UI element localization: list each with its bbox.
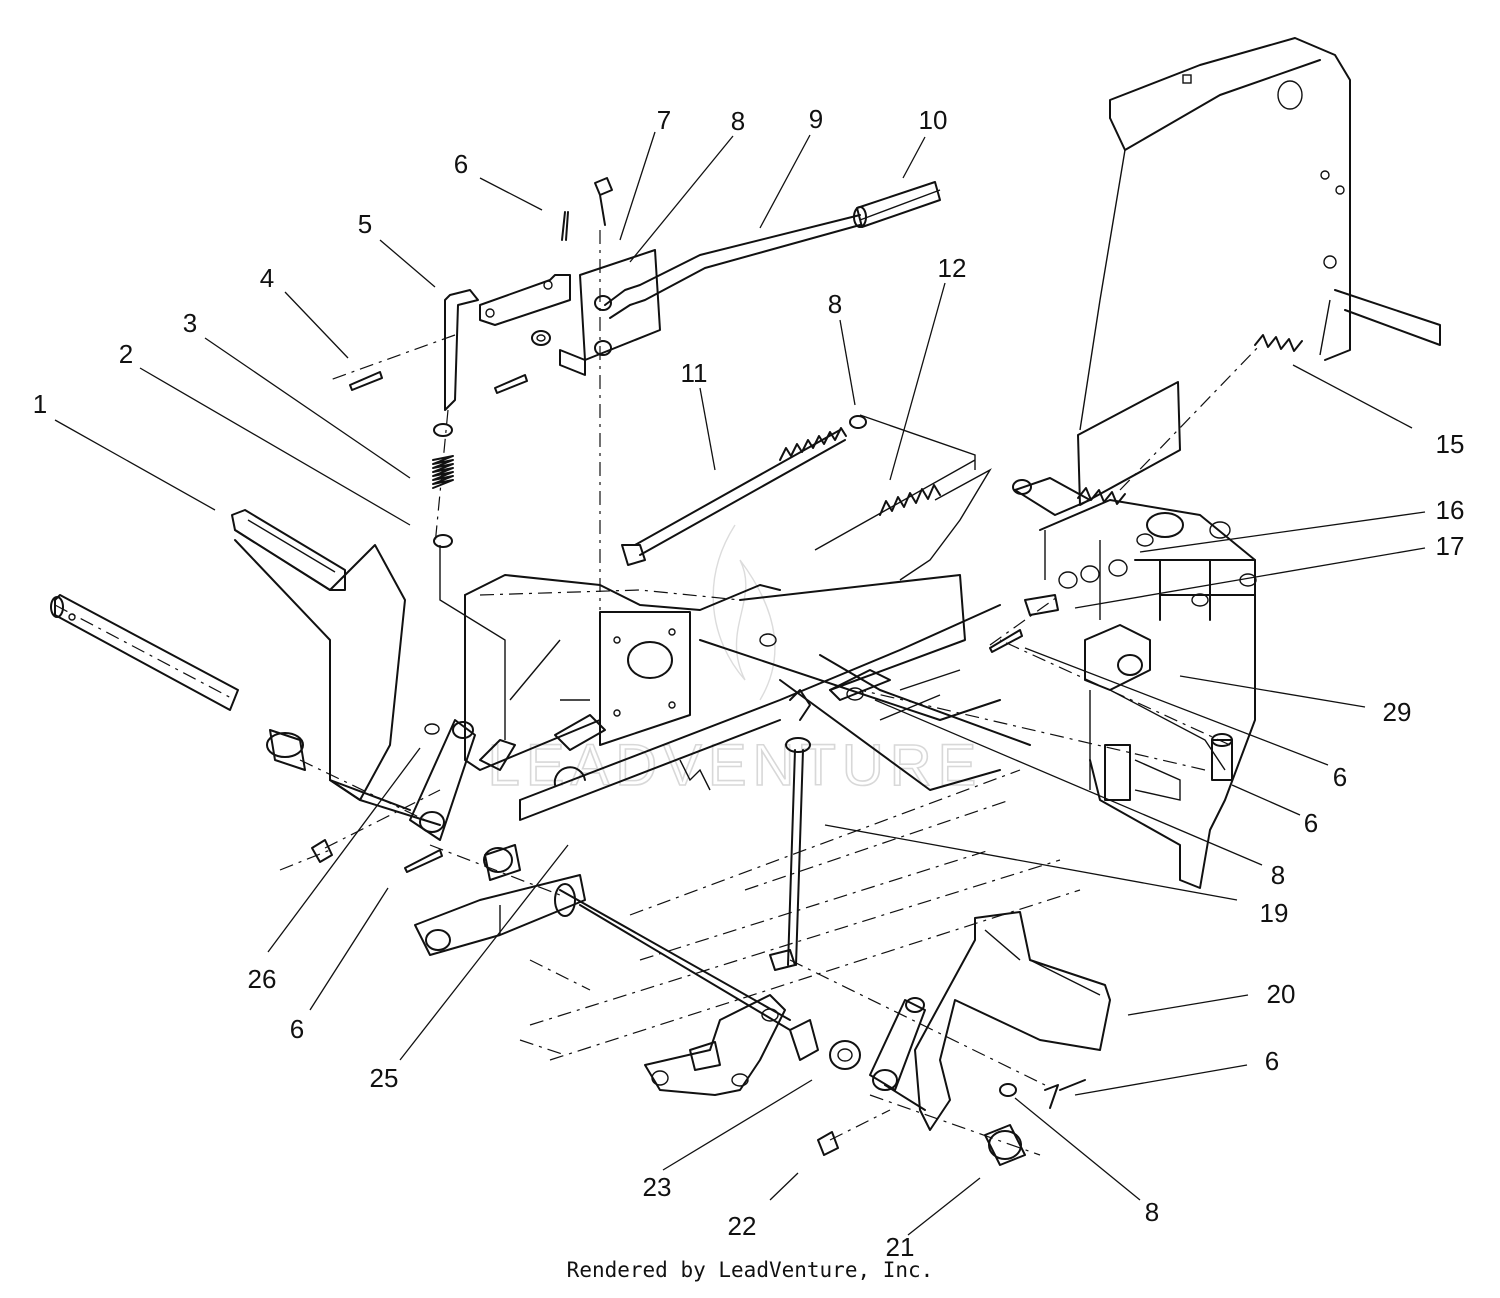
spring-15: [1077, 334, 1303, 505]
callout-11[interactable]: 11: [681, 358, 708, 388]
centerlines: [329, 230, 1231, 1156]
callout-25[interactable]: 25: [370, 1063, 399, 1093]
handle-grip-10: [853, 181, 941, 228]
callout-15[interactable]: 15: [1436, 429, 1465, 459]
leader-lines: [54, 131, 1426, 1236]
pivot-arm-left: [329, 719, 476, 841]
control-rod-9: [604, 189, 941, 319]
callout-4[interactable]: 4: [260, 263, 274, 293]
brake-pedal-1: [231, 509, 441, 826]
callout-12[interactable]: 12: [938, 253, 967, 283]
callout-1[interactable]: 1: [33, 389, 47, 419]
callout-7[interactable]: 7: [657, 105, 671, 135]
watermark-flame-icon: [712, 524, 776, 701]
callout-6[interactable]: 6: [454, 149, 468, 179]
bolt-26: [279, 789, 891, 1156]
callout-29[interactable]: 29: [1383, 697, 1412, 727]
cotter-pins: [349, 211, 1086, 1091]
callout-5[interactable]: 5: [358, 209, 372, 239]
callout-20[interactable]: 20: [1267, 979, 1296, 1009]
callout-19[interactable]: 19: [1260, 898, 1289, 928]
callout-23[interactable]: 23: [643, 1172, 672, 1202]
rod-11: [621, 414, 976, 566]
callout-8c[interactable]: 8: [1271, 860, 1285, 890]
callout-26[interactable]: 26: [248, 964, 277, 994]
cross-shaft: [50, 594, 791, 1031]
callout-10[interactable]: 10: [919, 105, 948, 135]
callout-8b[interactable]: 8: [828, 289, 842, 319]
mount-bracket-7: [559, 177, 661, 376]
brake-bracket-assembly: [1012, 381, 1257, 889]
callout-6c[interactable]: 6: [1304, 808, 1318, 838]
callout-21[interactable]: 21: [886, 1232, 915, 1262]
callout-22[interactable]: 22: [728, 1211, 757, 1241]
mount-plate-23: [644, 994, 861, 1096]
link-rod: [769, 737, 811, 971]
callout-8d[interactable]: 8: [1145, 1197, 1159, 1227]
callout-16[interactable]: 16: [1436, 495, 1465, 525]
credit-line: Rendered by LeadVenture, Inc.: [566, 1258, 934, 1282]
brake-pedal-20: [869, 911, 1111, 1166]
callout-6e[interactable]: 6: [290, 1014, 304, 1044]
side-panel: [1079, 37, 1441, 431]
callouts: 1 2 3 4 5 6 7 8 9 10 11 8 12 15 16 17 29…: [33, 104, 1465, 1262]
control-lever-5: [444, 274, 571, 411]
callout-8[interactable]: 8: [731, 106, 745, 136]
callout-17[interactable]: 17: [1436, 531, 1465, 561]
spring-3: [432, 409, 506, 740]
callout-6d[interactable]: 6: [1265, 1046, 1279, 1076]
callout-3[interactable]: 3: [183, 308, 197, 338]
lever-25: [414, 874, 586, 956]
spring-12: [879, 468, 992, 581]
callout-2[interactable]: 2: [119, 339, 133, 369]
washer-8-top: [531, 330, 551, 346]
callout-6b[interactable]: 6: [1333, 762, 1347, 792]
pedal-frame: [464, 574, 1031, 821]
callout-9[interactable]: 9: [809, 104, 823, 134]
